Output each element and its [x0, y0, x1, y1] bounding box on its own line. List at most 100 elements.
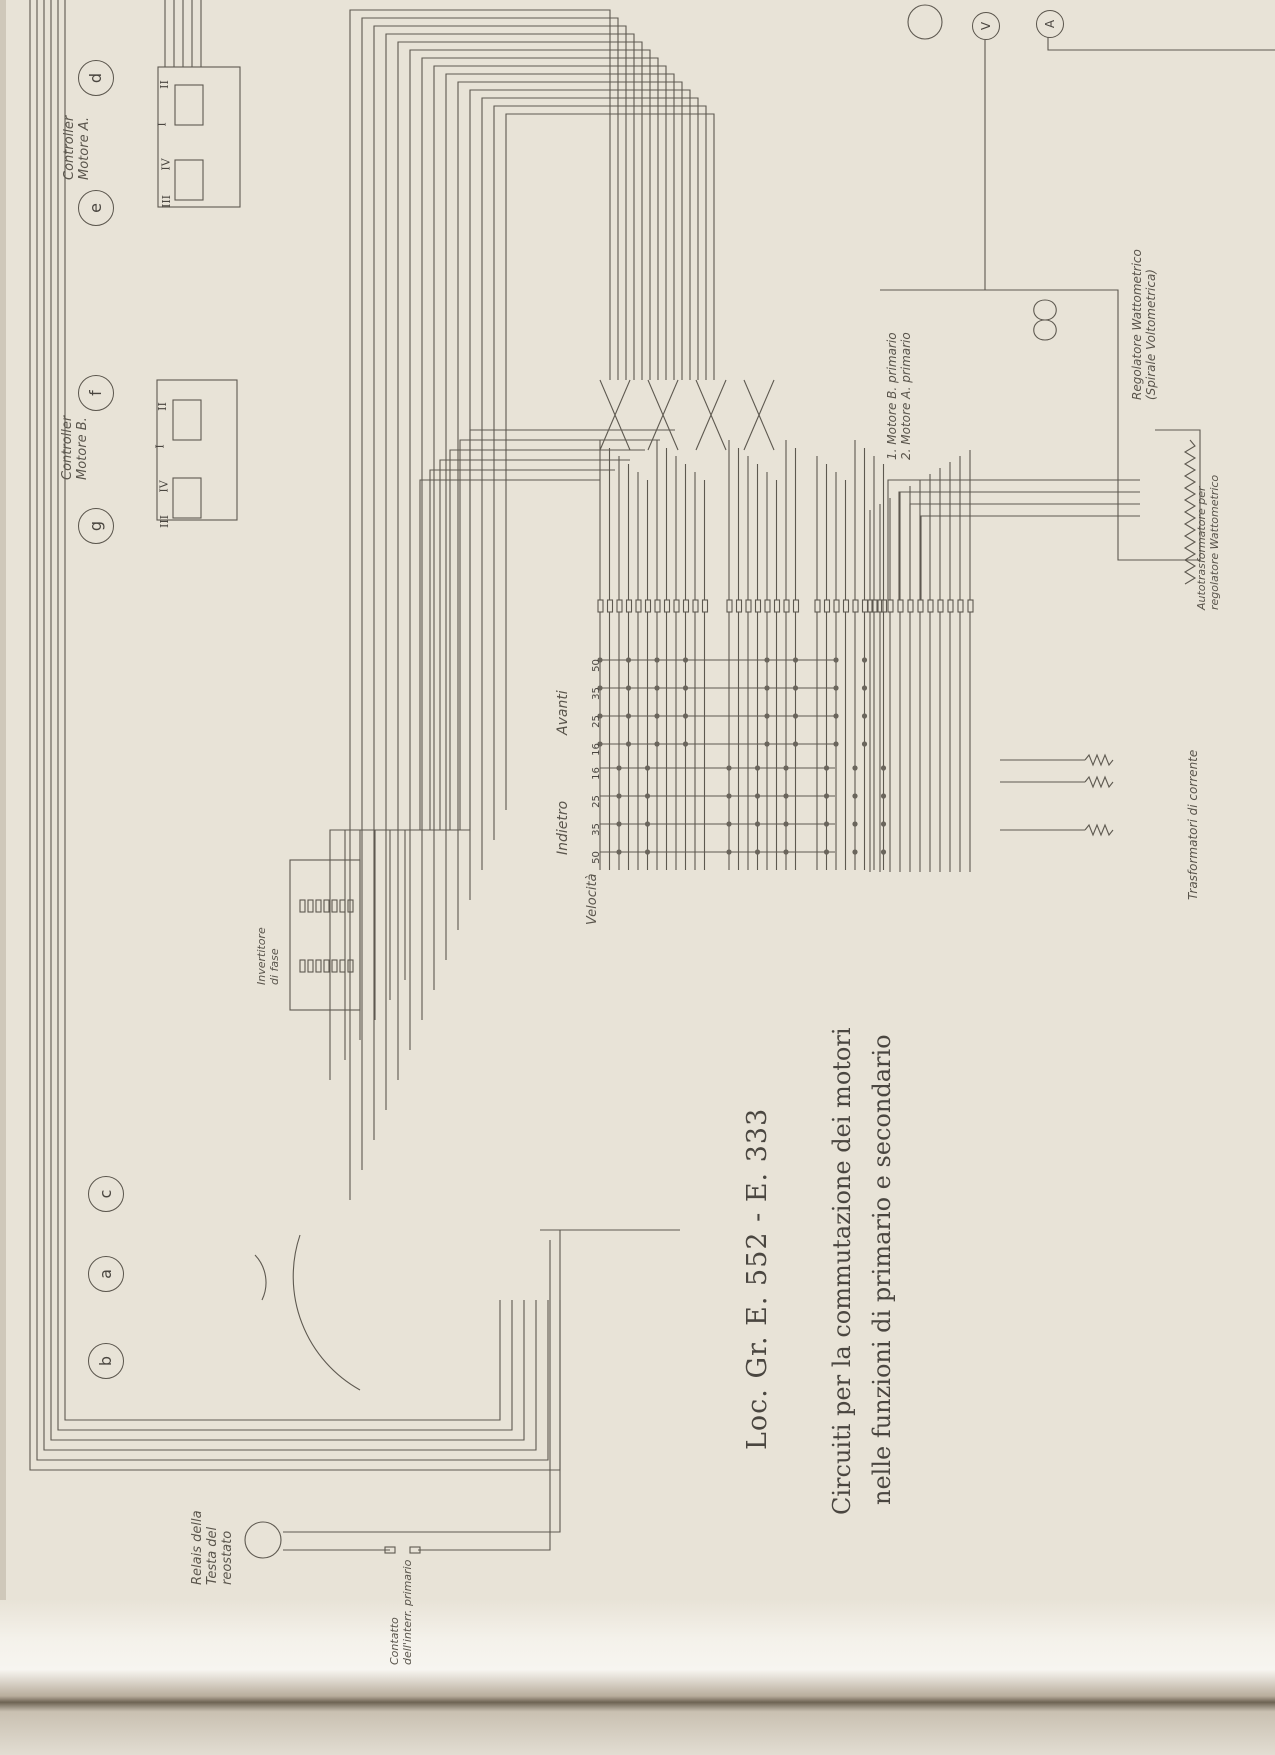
inverter-wire [374, 449, 645, 1020]
meter-wire [920, 515, 1140, 600]
terminal [644, 599, 652, 613]
inverter-wire [329, 479, 600, 1080]
current-transformer [1084, 753, 1114, 767]
terminal [957, 599, 964, 613]
terminal [673, 599, 680, 613]
bus-wire [349, 9, 611, 1200]
wire [625, 685, 632, 691]
terminal [947, 599, 954, 613]
current-transformer [1084, 775, 1114, 789]
book-binding-shadow [0, 1600, 1275, 1755]
wire [616, 849, 622, 855]
diagram-subtitle-line2: nelle funzioni di primario e secondario [868, 1034, 896, 1505]
wire [682, 657, 689, 663]
terminal [299, 899, 306, 913]
speed-forward-35: 35 [590, 687, 602, 700]
relais-label-line3: reostato [220, 1530, 235, 1585]
wire [823, 849, 830, 855]
bus-wire [397, 41, 643, 1080]
wire [625, 657, 632, 663]
wire [597, 741, 603, 747]
terminal [331, 899, 338, 913]
controller-b-label-line1: Controller [60, 415, 75, 480]
terminal [880, 599, 888, 613]
frame-wire [43, 0, 537, 1451]
position-I-a: I [155, 122, 169, 127]
voltmeter: V [972, 12, 1000, 40]
terminal [735, 599, 743, 613]
frame-wire [57, 0, 513, 1431]
meter-wire [1047, 36, 1275, 51]
terminal [927, 599, 934, 613]
terminal [315, 899, 322, 913]
speed-back-50: 50 [590, 851, 602, 864]
wire [764, 741, 770, 747]
motor-legend-line2: 2. Motore A. primario [899, 332, 913, 460]
current-transformer [1084, 823, 1114, 837]
wire [682, 685, 689, 691]
diagram-subtitle-line1: Circuiti per la commutazione dei motori [828, 1027, 856, 1515]
regolatore-label-line1: Regolatore Wattometrico [1130, 249, 1144, 400]
wire [682, 713, 689, 719]
wire [792, 713, 799, 719]
crossover [743, 379, 775, 451]
wattmeter [907, 4, 943, 40]
terminal [833, 599, 840, 613]
frame-wire [64, 0, 501, 1421]
page-edge [0, 0, 6, 1600]
terminal [682, 599, 690, 613]
wire [880, 821, 887, 827]
relais-label-line1: Relais della [190, 1510, 205, 1585]
terminal [347, 899, 354, 913]
wire [833, 657, 839, 663]
controller-drum [174, 84, 204, 126]
wire [764, 685, 770, 691]
position-I-b: I [153, 444, 167, 449]
terminal [339, 899, 346, 913]
wire [726, 821, 732, 827]
wire [726, 765, 732, 771]
bus-wire [409, 49, 651, 1050]
wire [783, 765, 789, 771]
speed-back-35: 35 [590, 823, 602, 836]
controller-b-box [156, 379, 238, 521]
terminal [692, 599, 699, 613]
autotrasformatore-label-line1: Autotrasformatore per [1195, 486, 1208, 610]
wire [861, 685, 868, 691]
wire [625, 713, 632, 719]
terminal-a: a [88, 1256, 124, 1292]
relais-wire [418, 1240, 551, 1551]
regolatore-label: Regolatore Wattometrico(Spirale Voltomet… [1130, 249, 1158, 400]
wire [792, 685, 799, 691]
speed-forward-16: 16 [590, 743, 602, 756]
terminal [792, 599, 800, 613]
controller-drum [174, 159, 204, 201]
speed-forward-50: 50 [590, 659, 602, 672]
terminal [887, 599, 894, 613]
wire [654, 741, 660, 747]
terminal [299, 959, 306, 973]
wire [654, 685, 660, 691]
bus-wire [421, 57, 659, 1020]
inverter-wire [359, 459, 630, 1040]
terminal [967, 599, 974, 613]
terminal [635, 599, 642, 613]
motor-legend-line1: 1. Motore B. primario [885, 332, 899, 460]
wire [754, 765, 761, 771]
terminal [842, 599, 850, 613]
wire [880, 849, 887, 855]
terminal [331, 959, 338, 973]
wire [625, 741, 632, 747]
terminal [852, 599, 859, 613]
wire [644, 765, 651, 771]
bus-wire [445, 73, 675, 960]
avanti-label: Avanti [555, 690, 571, 735]
wire [597, 713, 603, 719]
contact [409, 1546, 421, 1554]
wire [823, 765, 830, 771]
wire [754, 849, 761, 855]
